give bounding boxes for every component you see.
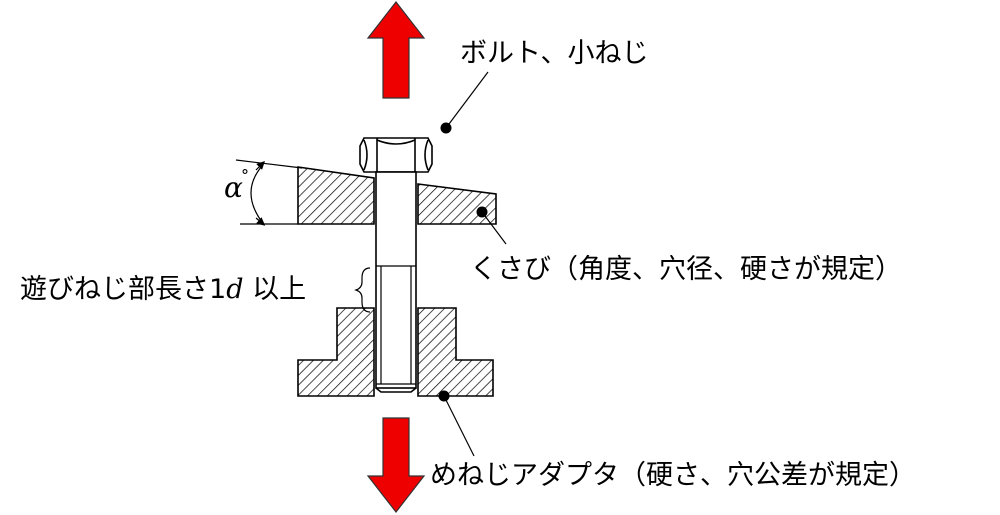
wedge-label: くさび（角度、穴径、硬さが規定） — [470, 254, 902, 285]
wedge-left-section — [297, 166, 375, 225]
adapter-right-section — [417, 307, 494, 397]
adapter-left-section — [297, 307, 375, 397]
bolt-thread — [375, 265, 417, 393]
angle-unit: ° — [241, 166, 249, 185]
free-thread-var: d — [226, 274, 243, 305]
bolt-shank — [375, 171, 417, 389]
free-thread-length-label: 遊びねじ部長さ1d 以上 — [20, 274, 306, 305]
free-thread-prefix: 遊びねじ部長さ1 — [20, 274, 226, 305]
bolt-head — [359, 137, 433, 173]
adapter-label: めねじアダプタ（硬さ、穴公差が規定） — [430, 460, 916, 491]
wedge-leader — [476, 206, 507, 245]
angle-symbol: α — [224, 171, 243, 204]
bottom-pull-arrow — [366, 417, 426, 513]
bolt-leader — [440, 71, 489, 134]
free-thread-suffix: 以上 — [243, 274, 306, 305]
top-pull-arrow — [366, 1, 426, 99]
adapter-leader — [438, 390, 475, 457]
angle-arc-arrow-bottom — [255, 217, 266, 226]
free-thread-brace — [354, 267, 371, 313]
angle-arc-arrow-top — [255, 161, 265, 171]
angle-indicator — [235, 159, 303, 225]
wedge-right-section — [417, 183, 497, 225]
bolt-label: ボルト、小ねじ — [460, 38, 648, 69]
